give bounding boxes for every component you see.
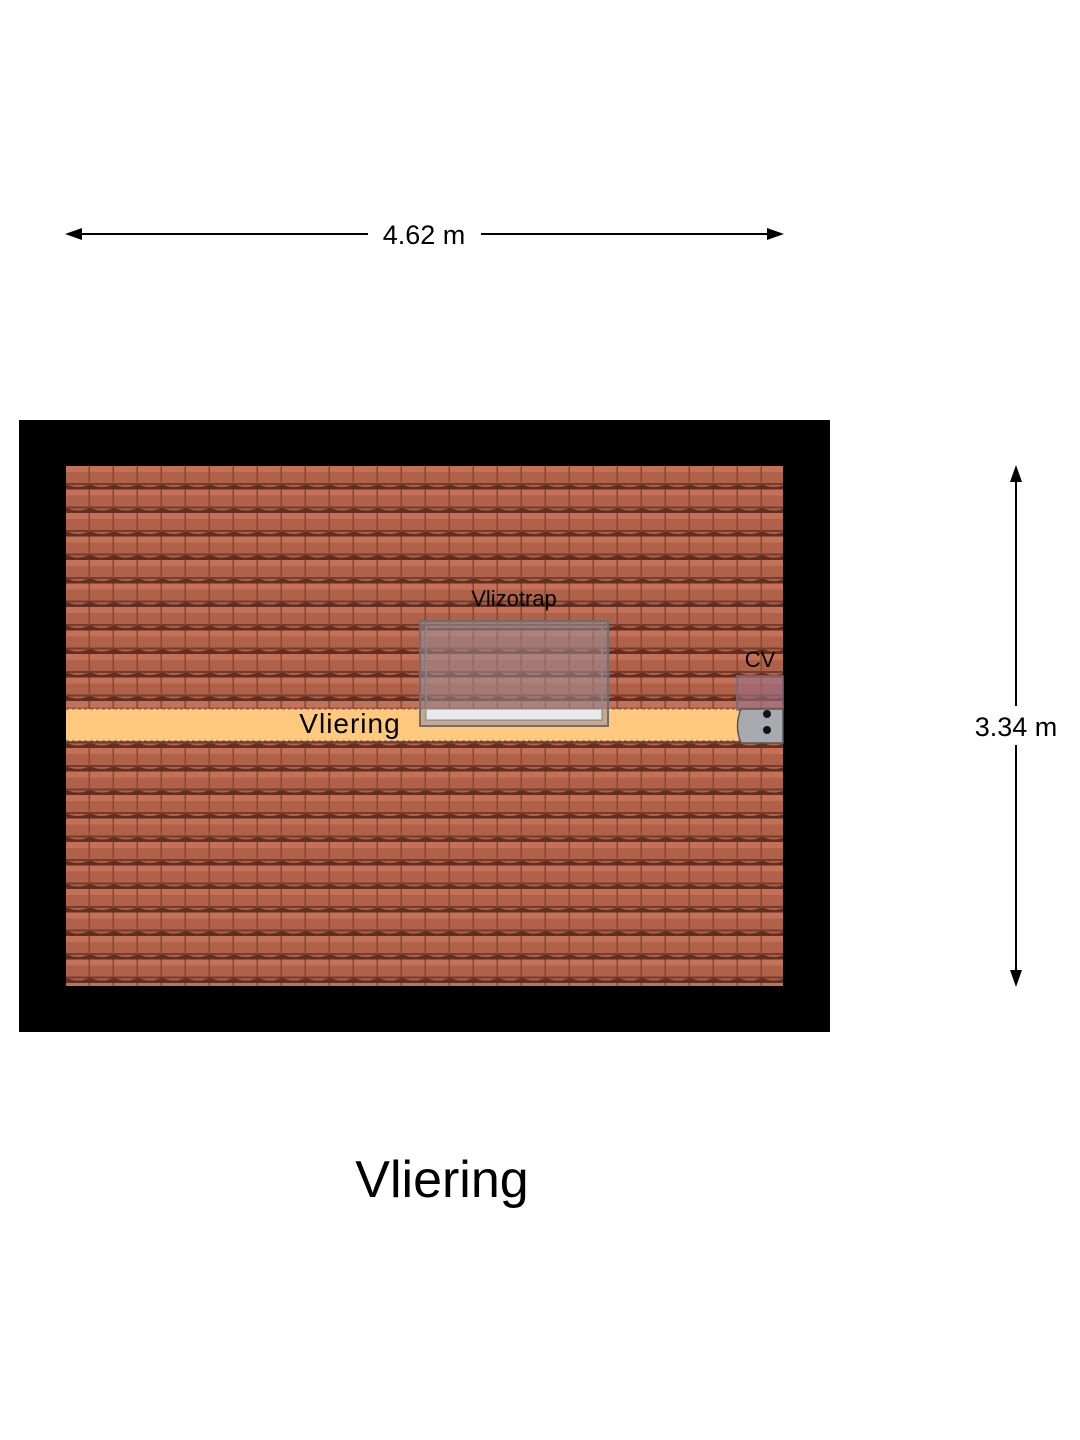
- boiler-label: CV: [745, 647, 776, 672]
- depth-label: 3.34 m: [975, 712, 1058, 742]
- hatch-step: [425, 708, 603, 721]
- arrow-down-icon: [1010, 970, 1022, 987]
- boiler-body: [736, 708, 784, 744]
- width-dimension: 4.62 m: [65, 220, 784, 250]
- attic-room-label: Vliering: [299, 708, 400, 739]
- boiler-dot-top: [763, 710, 771, 718]
- boiler-top: [736, 675, 784, 711]
- boiler-dot-bottom: [763, 726, 771, 734]
- arrow-up-icon: [1010, 465, 1022, 482]
- arrow-left-icon: [65, 228, 82, 240]
- hatch-label: Vlizotrap: [471, 586, 557, 611]
- depth-dimension: 3.34 m: [975, 465, 1058, 987]
- attic-hatch: [419, 620, 609, 727]
- floor-title: Vliering: [355, 1151, 529, 1209]
- width-label: 4.62 m: [383, 220, 466, 250]
- boiler: [736, 675, 784, 744]
- arrow-right-icon: [767, 228, 784, 240]
